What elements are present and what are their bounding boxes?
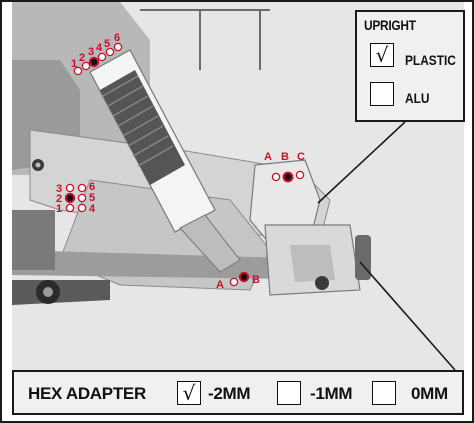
- hole-marker: [65, 183, 75, 193]
- minus-1mm-label: -1MM: [310, 384, 353, 403]
- hole-label: 4: [89, 203, 96, 215]
- arm-mount-holes: 3 2 1 6 5 4: [56, 181, 96, 215]
- hole-marker: [65, 203, 75, 213]
- hole-label: B: [252, 274, 260, 286]
- selected-hole-marker: [238, 271, 250, 283]
- zero-mm-label: 0MM: [411, 384, 448, 403]
- hole-label: 3: [88, 46, 94, 58]
- hole-label: C: [297, 151, 305, 163]
- lower-holes: A B: [216, 271, 260, 291]
- hole-label: B: [281, 151, 289, 163]
- upright-title: UPRIGHT: [364, 17, 416, 33]
- hole-label: 5: [89, 192, 95, 204]
- hole-marker: [77, 193, 87, 203]
- hole-marker: [77, 183, 87, 193]
- shock-absorber: [89, 49, 241, 273]
- alu-checkbox[interactable]: [370, 82, 394, 106]
- hole-marker: [77, 203, 87, 213]
- hex-adapter-title: HEX ADAPTER: [28, 384, 146, 403]
- top-shock-holes: 1 2 3 4 5 6: [71, 32, 123, 76]
- plastic-label: PLASTIC: [405, 52, 456, 68]
- hole-label: 3: [56, 183, 62, 195]
- zero-mm-checkbox[interactable]: [372, 381, 396, 405]
- hole-marker: [97, 52, 107, 62]
- selected-hole-marker: [64, 192, 76, 204]
- selected-hole-marker: [88, 56, 100, 68]
- hole-marker: [271, 172, 281, 182]
- alu-label: ALU: [405, 90, 430, 106]
- hole-marker: [113, 42, 123, 52]
- hole-label: 4: [96, 42, 103, 54]
- upright-leader-line: [317, 121, 406, 204]
- hex-adapter-option-box: HEX ADAPTER √ -2MM -1MM 0MM: [12, 370, 464, 415]
- hole-marker: [105, 47, 115, 57]
- selected-hole-marker: [282, 171, 294, 183]
- hole-marker: [295, 170, 305, 180]
- hole-label: 1: [71, 58, 77, 70]
- hole-marker: [229, 277, 239, 287]
- hole-label: A: [216, 279, 224, 291]
- hole-marker: [73, 66, 83, 76]
- hole-label: 1: [56, 203, 62, 215]
- checkmark-icon: √: [375, 43, 389, 67]
- hole-label: 2: [56, 193, 62, 205]
- minus-2mm-label: -2MM: [208, 384, 251, 403]
- plastic-checkbox[interactable]: √: [370, 43, 394, 67]
- upright-holes: A B C: [264, 151, 305, 183]
- upright-hub: [249, 159, 371, 296]
- hole-label: 6: [89, 181, 95, 193]
- hole-label: A: [264, 151, 272, 163]
- hole-label: 6: [114, 32, 120, 44]
- minus-2mm-checkbox[interactable]: √: [177, 381, 201, 405]
- checkmark-icon: √: [182, 381, 196, 405]
- hole-label: 2: [79, 52, 85, 64]
- minus-1mm-checkbox[interactable]: [277, 381, 301, 405]
- hole-marker: [81, 61, 91, 71]
- upright-option-box: UPRIGHT √ PLASTIC ALU: [355, 10, 465, 122]
- hole-label: 5: [104, 38, 110, 50]
- hex-leader-line: [359, 261, 456, 371]
